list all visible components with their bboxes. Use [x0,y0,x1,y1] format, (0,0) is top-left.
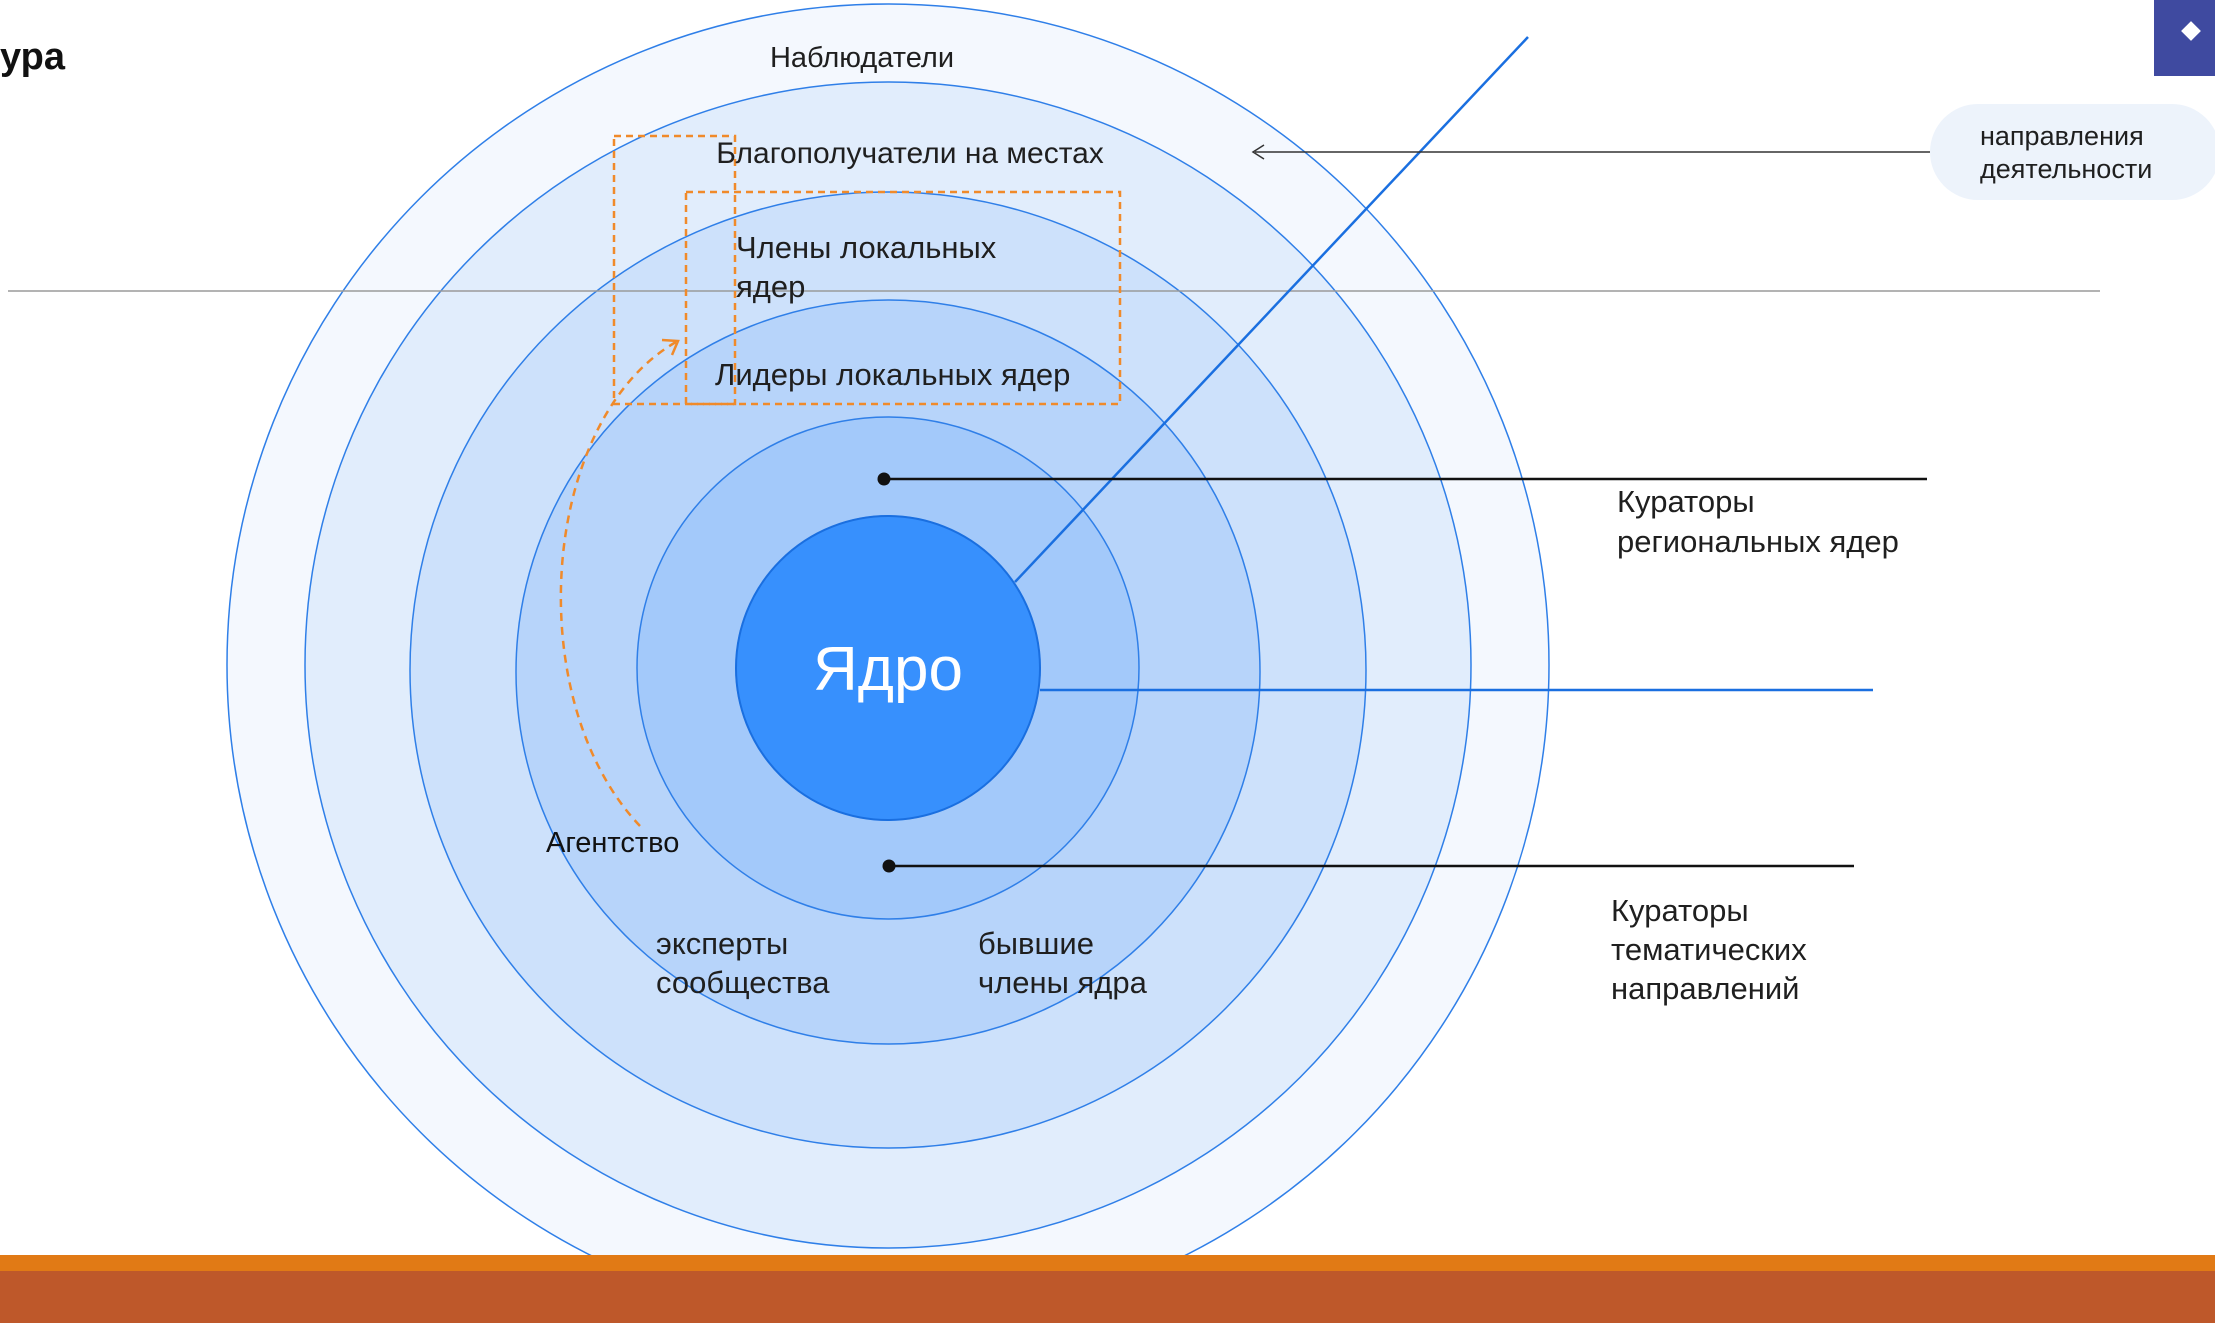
diagonal-line [1014,36,1529,583]
label-thematic-curators: Кураторы тематических направлений [1611,893,1815,1006]
agency-arrow-head [661,338,680,356]
label-thematic-curators-line1: Кураторы [1611,893,1749,928]
label-local-members-line1: Члены локальных [736,230,997,265]
label-regional-curators-line1: Кураторы [1617,484,1755,519]
activity-directions-pill [1930,104,2215,200]
activity-directions-label: направления деятельности [1980,121,2153,184]
pill-arrow-head [1251,144,1265,160]
label-former-members-line1: бывшие [978,926,1094,961]
page-title: ура [0,36,65,78]
label-experts-line2: сообщества [656,965,830,1000]
label-thematic-curators-line2: тематических [1611,932,1807,967]
label-former-members-line2: члены ядра [978,965,1148,1000]
agency-label: Агентство [546,827,679,859]
core-label: Ядро [813,635,963,704]
label-local-members-line2: ядер [736,269,805,304]
bottom-bar-stripe [0,1255,2215,1271]
label-experts: эксперты сообщества [656,926,830,1000]
label-former-members: бывшие члены ядра [978,926,1148,1000]
label-beneficiaries: Благополучатели на местах [716,137,1104,170]
label-experts-line1: эксперты [656,926,788,961]
bottom-bar [0,1271,2215,1323]
label-local-members: Члены локальных ядер [736,230,1005,304]
label-regional-curators-line2: региональных ядер [1617,524,1899,559]
core-circle [735,515,1041,821]
label-thematic-curators-line3: направлений [1611,971,1799,1006]
label-local-leaders: Лидеры локальных ядер [715,357,1070,392]
label-regional-curators: Кураторы региональных ядер [1617,484,1899,559]
regional-curators-dot [877,472,891,486]
thematic-curators-dot [882,859,896,873]
orange-dashed-box-left [612,134,737,406]
label-observers: Наблюдатели [770,42,954,74]
agency-curved-arrow [559,340,677,827]
corner-logo [2154,0,2215,76]
orange-dashed-box-right [684,190,1122,406]
